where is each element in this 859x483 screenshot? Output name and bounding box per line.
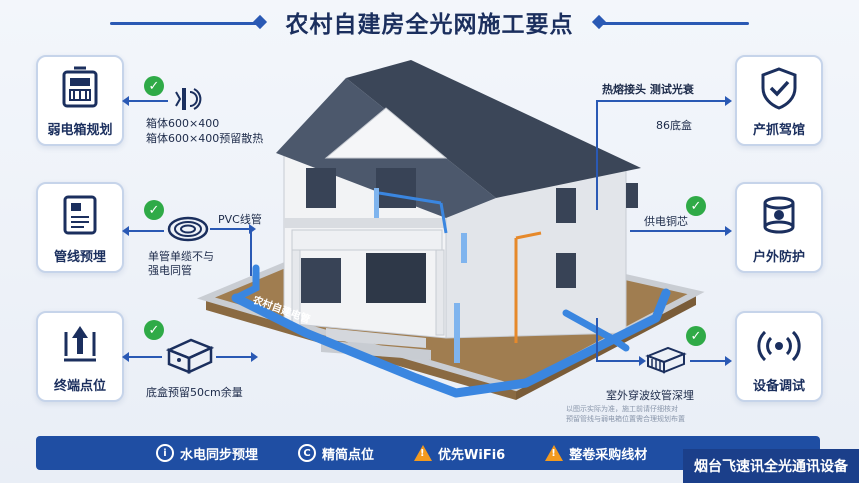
card-weak-box[interactable]: 弱电箱规划: [36, 55, 124, 146]
shield-check-icon: [761, 67, 797, 110]
card-shield[interactable]: 产抓驾馆: [735, 55, 823, 146]
house-illustration: [196, 60, 705, 400]
tip-text: 水电同步预埋: [180, 447, 259, 463]
arrows-up-icon: [64, 326, 96, 362]
card-label: 设备调试: [752, 379, 805, 394]
card-label: 管线预埋: [53, 250, 106, 265]
title-bar: 农村自建房全光网施工要点: [0, 0, 859, 44]
card-outdoor-protection[interactable]: 户外防护: [735, 182, 823, 273]
connector-line: [596, 100, 598, 210]
c-icon: C: [298, 444, 317, 462]
tip-text: 优先WiFi6: [438, 447, 506, 463]
connector-line: [596, 318, 598, 360]
note-single-pipe-1: 单管单缆不与: [148, 250, 214, 263]
note-outdoor-pipe: 室外穿波纹管深埋: [606, 389, 694, 402]
corrugated-pipe-icon: [645, 346, 687, 374]
connector-arrow: [122, 226, 164, 236]
tip-item: i 水电同步预埋: [156, 444, 258, 463]
card-pipe-preburied[interactable]: 管线预埋: [36, 182, 124, 273]
fine-print-2: 预留管线与弱电箱位置需合理规划布置: [566, 415, 685, 423]
sound-wave-icon: [175, 88, 202, 110]
connector-arrow: [630, 226, 732, 236]
card-terminal-point[interactable]: 终端点位: [36, 311, 124, 402]
panel-box-icon: [63, 195, 97, 235]
note-single-pipe-2: 强电同管: [148, 264, 192, 277]
note-socket-reserve: 底盒预留50cm余量: [146, 386, 243, 399]
tip-item: C 精简点位: [298, 444, 374, 463]
info-icon: i: [156, 444, 174, 462]
check-icon: ✓: [144, 76, 164, 96]
tip-item: ! 整卷采购线材: [545, 444, 647, 463]
note-box86: 86底盒: [656, 119, 692, 132]
card-device-debug[interactable]: 设备调试: [735, 311, 823, 402]
cable-reel-icon: [763, 196, 795, 234]
warning-icon: !: [414, 445, 433, 461]
signal-icon: [757, 330, 801, 362]
note-fusion: 热熔接头 测试光衰: [602, 83, 694, 96]
card-label: 户外防护: [752, 250, 805, 265]
page-title: 农村自建房全光网施工要点: [285, 12, 574, 38]
note-pvc: PVC线管: [218, 213, 262, 226]
check-icon: ✓: [686, 326, 706, 346]
card-label: 弱电箱规划: [47, 123, 113, 138]
distribution-box-icon: [62, 66, 98, 108]
connector-arrow: [210, 224, 256, 234]
note-box-size: 箱体600×400: [146, 117, 220, 130]
socket-box-icon: [165, 338, 215, 374]
connector-arrow: [216, 352, 258, 362]
connector-arrow: [690, 356, 732, 366]
check-icon: ✓: [686, 196, 706, 216]
note-box-heat: 箱体600×400预留散热: [146, 132, 264, 145]
connector-arrow: [122, 96, 168, 106]
warning-icon: !: [545, 445, 564, 461]
connector-arrow: [596, 96, 732, 106]
card-label: 产抓驾馆: [752, 123, 805, 138]
title-decoration-right: [599, 22, 749, 25]
tip-item: ! 优先WiFi6: [414, 444, 505, 463]
tip-text: 整卷采购线材: [569, 447, 648, 463]
connector-line: [250, 228, 252, 276]
card-label: 终端点位: [53, 379, 106, 394]
check-icon: ✓: [144, 320, 164, 340]
fine-print-1: 以图示实际为准，施工前请仔细核对: [566, 405, 678, 413]
underground-pipe: [231, 288, 671, 398]
watermark: 烟台飞速讯全光通讯设备: [683, 449, 859, 483]
connector-arrow: [596, 356, 646, 366]
coil-pipe-icon: [167, 216, 209, 242]
connector-arrow: [122, 352, 162, 362]
tip-text: 精简点位: [322, 447, 375, 463]
title-decoration-left: [110, 22, 260, 25]
check-icon: ✓: [144, 200, 164, 220]
roof: [346, 60, 641, 198]
note-power-copper: 供电铜芯: [644, 215, 688, 228]
